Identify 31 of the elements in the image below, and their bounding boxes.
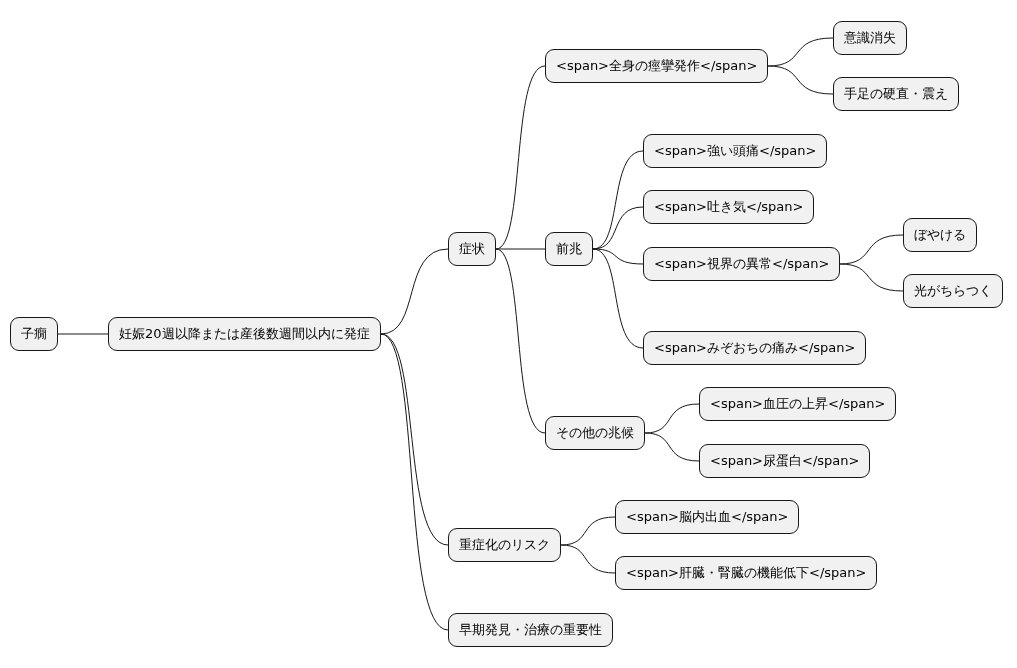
- topic-box: <span>尿蛋白</span>: [699, 444, 871, 478]
- connector-line: [839, 263, 904, 292]
- connector-line: [495, 248, 546, 250]
- topic-box: 光がちらつく: [903, 274, 1003, 308]
- topic-box: <span>全身の痙攣発作</span>: [545, 49, 769, 83]
- topic-box: 妊娠20週以降または産後数週間以内に発症: [108, 317, 381, 351]
- topic-box: その他の兆候: [545, 416, 645, 450]
- topic-box: 早期発見・治療の重要性: [448, 613, 613, 647]
- connector-line: [767, 65, 834, 95]
- connector-line: [380, 248, 449, 335]
- topic-box: 重症化のリスク: [448, 528, 561, 562]
- topic-box: <span>強い頭痛</span>: [643, 134, 828, 168]
- topic-box: <span>視界の異常</span>: [643, 247, 841, 281]
- connector-line: [380, 333, 449, 631]
- topic-box: 子癇: [10, 317, 58, 351]
- connector-line: [592, 248, 644, 349]
- connector-line: [560, 544, 616, 574]
- topic-box: 手足の硬直・震え: [833, 77, 959, 111]
- topic-box: <span>血圧の上昇</span>: [699, 387, 897, 421]
- connector-line: [644, 432, 700, 462]
- topic-box: ぼやける: [903, 218, 977, 252]
- topic-box: <span>脳内出血</span>: [615, 500, 800, 534]
- connector-line: [592, 248, 644, 265]
- topic-box: 意識消失: [833, 21, 907, 55]
- topic-box: 症状: [448, 232, 496, 266]
- connector-line: [495, 248, 546, 434]
- topic-box: <span>吐き気</span>: [643, 190, 815, 224]
- topic-box: <span>みぞおちの痛み</span>: [643, 331, 867, 365]
- connector-line: [57, 333, 109, 335]
- topic-box: <span>肝臓・腎臓の機能低下</span>: [615, 556, 878, 590]
- topic-box: 前兆: [545, 232, 593, 266]
